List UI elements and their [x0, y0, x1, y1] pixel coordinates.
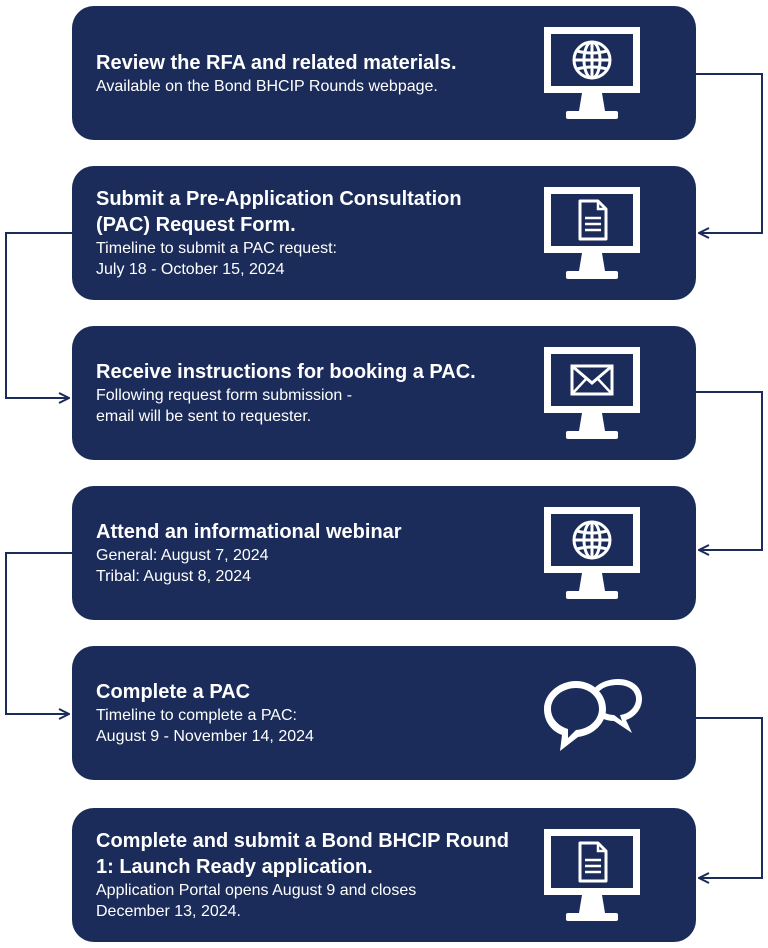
step-2-desc-line-1: Timeline to submit a PAC request:	[96, 240, 337, 257]
step-4-box: Attend an informational webinar General:…	[72, 486, 696, 620]
step-6-desc-line-2: December 13, 2024.	[96, 903, 241, 920]
step-3-title: Receive instructions for booking a PAC.	[96, 361, 476, 383]
envelope-monitor-icon	[538, 339, 646, 447]
connector-step4-step5	[5, 552, 72, 714]
step-5-desc-line-2: August 9 - November 14, 2024	[96, 728, 314, 745]
document-monitor-icon	[538, 821, 646, 929]
step-1-box: Review the RFA and related materials. Av…	[72, 6, 696, 140]
step-2-desc-line-2: July 18 - October 15, 2024	[96, 261, 285, 278]
step-4-desc-line-2: Tribal: August 8, 2024	[96, 568, 252, 585]
step-3-desc-line-1: Following request form submission -	[96, 387, 353, 404]
step-6-title: Complete and submit a Bond BHCIP Round 1…	[96, 830, 509, 878]
step-4-title: Attend an informational webinar	[96, 521, 402, 543]
step-6-box: Complete and submit a Bond BHCIP Round 1…	[72, 808, 696, 942]
step-6-desc-line-1: Application Portal opens August 9 and cl…	[96, 882, 417, 899]
connector-step2-step3	[5, 232, 72, 398]
step-1-desc-line-1: Available on the Bond BHCIP Rounds webpa…	[96, 77, 438, 95]
globe-monitor-icon	[538, 19, 646, 127]
step-4-desc-line-1: General: August 7, 2024	[96, 547, 269, 564]
globe-monitor-icon	[538, 499, 646, 607]
step-5-desc-line-1: Timeline to complete a PAC:	[96, 707, 297, 724]
step-2-box: Submit a Pre-Application Consultation (P…	[72, 166, 696, 300]
step-2-title: Submit a Pre-Application Consultation (P…	[96, 188, 462, 236]
connector-step1-step2	[696, 73, 763, 233]
step-1-title: Review the RFA and related materials.	[96, 51, 457, 74]
step-3-box: Receive instructions for booking a PAC. …	[72, 326, 696, 460]
step-3-desc-line-2: email will be sent to requester.	[96, 408, 312, 425]
document-monitor-icon	[538, 179, 646, 287]
step-5-box: Complete a PAC Timeline to complete a PA…	[72, 646, 696, 780]
connector-step5-step6	[696, 717, 763, 878]
chat-bubbles-icon	[538, 659, 646, 767]
step-5-title: Complete a PAC	[96, 681, 251, 703]
connector-step3-step4	[696, 391, 763, 550]
